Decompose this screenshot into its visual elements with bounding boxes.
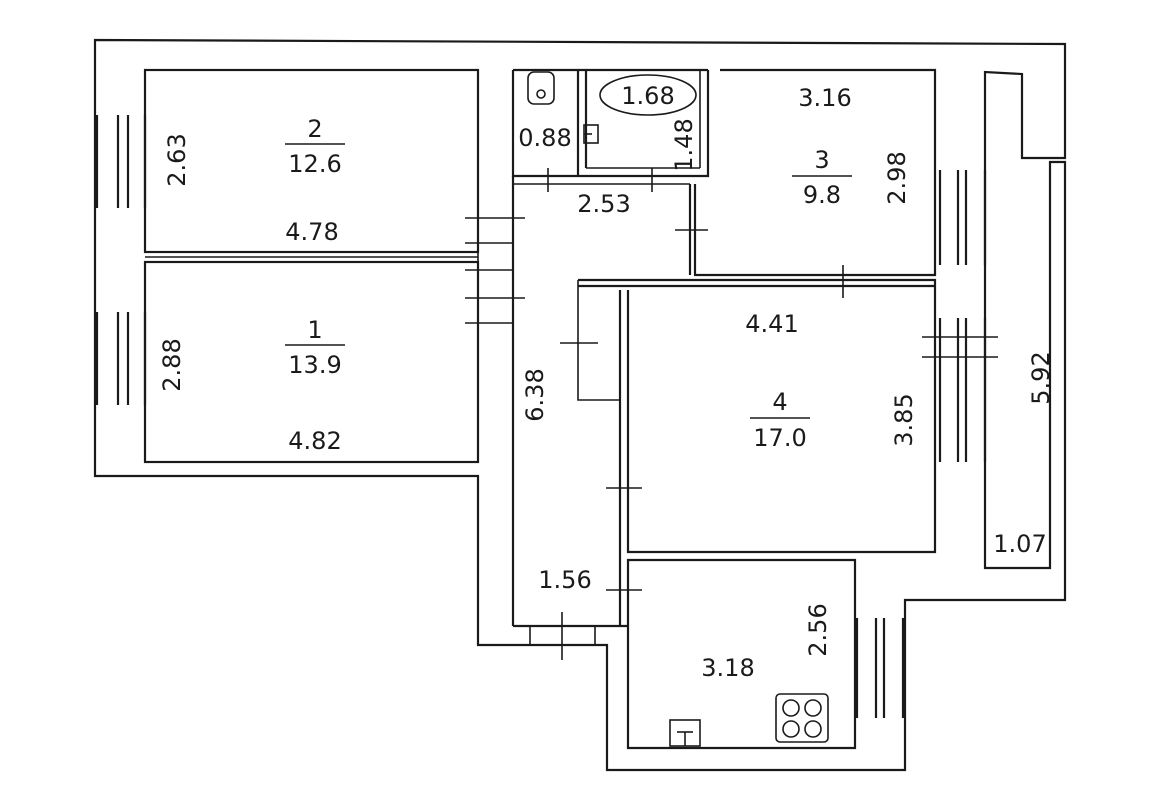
window-kitchen (855, 618, 905, 718)
kitchen-depth: 2.56 (804, 603, 832, 656)
window-room1 (95, 312, 147, 405)
bathtub-symbol (599, 74, 697, 116)
room2-width: 4.78 (285, 218, 338, 246)
room4-number: 4 (772, 388, 787, 416)
window-room4 (938, 318, 987, 462)
bathroom-depth: 1.48 (670, 118, 698, 171)
room4-depth: 3.85 (890, 393, 918, 446)
room1-number: 1 (307, 316, 322, 344)
room1-area: 13.9 (288, 351, 341, 379)
room4-area: 17.0 (753, 424, 806, 452)
kitchen-sink-symbol (669, 719, 701, 747)
window-room2 (95, 115, 147, 208)
corridor-length: 6.38 (521, 368, 549, 421)
balcony-length: 5.92 (1027, 351, 1055, 404)
room3-area: 9.8 (803, 181, 841, 209)
stove-symbol (775, 693, 829, 743)
room3-width: 3.16 (798, 84, 851, 112)
room3-number: 3 (814, 146, 829, 174)
windows (95, 115, 987, 718)
room1-depth: 2.88 (158, 338, 186, 391)
room2-number: 2 (307, 115, 322, 143)
room1-width: 4.82 (288, 427, 341, 455)
room2-area: 12.6 (288, 150, 341, 178)
room4-width: 4.41 (745, 310, 798, 338)
toilet-width: 0.88 (518, 124, 571, 152)
room3-depth: 2.98 (883, 151, 911, 204)
bathroom-area: 1.68 (621, 82, 674, 110)
sink-symbol (583, 124, 599, 144)
window-room3 (938, 170, 987, 265)
entrance-door (529, 626, 596, 645)
inner-walls (143, 68, 937, 750)
room2-depth: 2.63 (163, 133, 191, 186)
door-marks (465, 168, 998, 660)
corridor-upper-width: 2.53 (577, 190, 630, 218)
corridor-lower-width: 1.56 (538, 566, 591, 594)
toilet-bowl (527, 71, 555, 105)
outer-wall (93, 38, 1067, 772)
balcony-width: 1.07 (993, 530, 1046, 558)
kitchen-width: 3.18 (701, 654, 754, 682)
